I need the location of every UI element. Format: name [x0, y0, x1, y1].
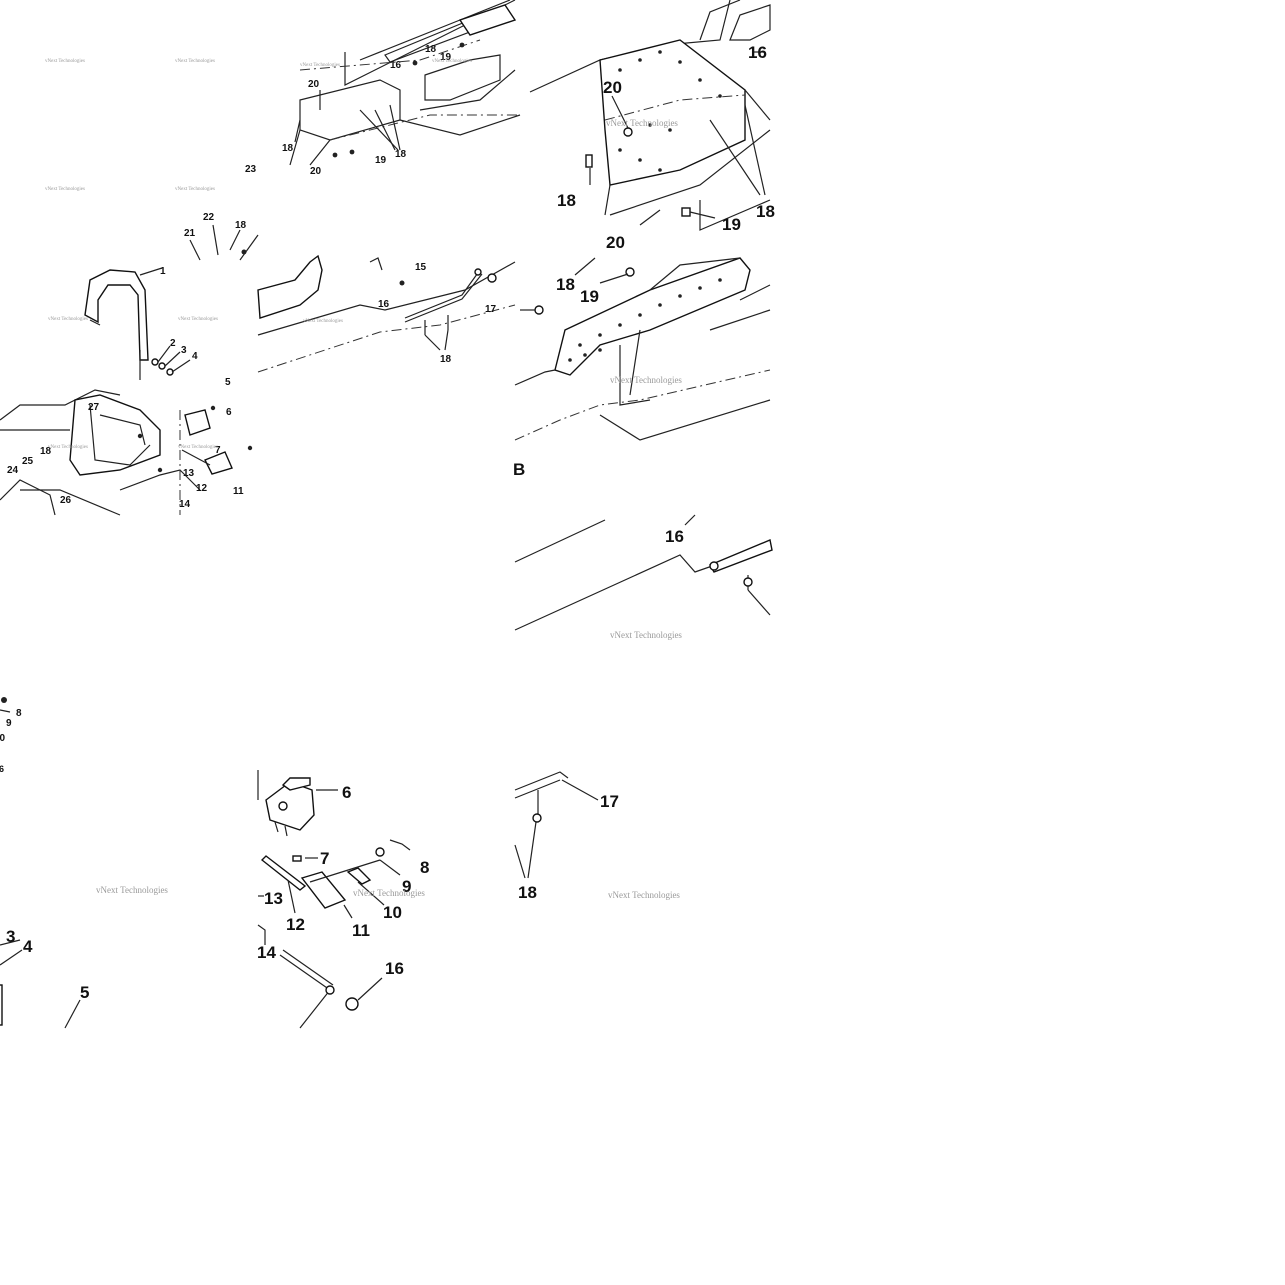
callout-1: 1	[160, 266, 166, 277]
tile-rear-rack-overview: 23 22 18 21 1 2 3 4 5 6 7 27 18 25 24 26…	[0, 59, 259, 516]
tile-hardware-left: 8 9 10 16 3 4 5 vNext Technologies	[0, 697, 168, 1029]
watermark: vNext Technologies	[610, 630, 682, 640]
callout-16: 16	[385, 959, 404, 978]
callout-18: 18	[425, 44, 437, 55]
watermark: vNext Technologies	[608, 890, 680, 900]
callout-20: 20	[310, 166, 322, 177]
tile-frame-overview: 18 19 16 20 18 18 20 19 vNext Technologi…	[282, 0, 521, 177]
callout-18: 18	[235, 220, 247, 231]
partial-label: 16	[0, 764, 4, 774]
callout-17: 17	[485, 304, 497, 315]
callout-19: 19	[375, 155, 387, 166]
watermark: vNext Technologies	[606, 118, 678, 128]
callout-14: 14	[179, 499, 191, 510]
callout-11: 11	[352, 921, 370, 940]
tile-frame-detail: 20 18 19 18 20 16 vNext Technologies	[529, 0, 775, 252]
watermark: vNext Technologies	[303, 319, 343, 324]
callout-19: 19	[722, 215, 741, 234]
watermark: vNext Technologies	[353, 888, 425, 898]
callout-6: 6	[226, 407, 232, 418]
callout-3: 3	[6, 927, 15, 946]
watermark: vNext Technologies	[178, 445, 218, 450]
watermark: vNext Technologies	[432, 59, 472, 64]
callout-24: 24	[7, 465, 19, 476]
callout-9: 9	[6, 718, 12, 729]
callout-19: 19	[440, 52, 452, 63]
tile-frame-rail: 18 19 B vNext Technologies	[513, 257, 771, 479]
callout-5: 5	[80, 983, 89, 1002]
watermark: vNext Technologies	[178, 317, 218, 322]
callout-6: 6	[342, 783, 351, 802]
callout-19: 19	[580, 287, 599, 306]
watermark: vNext Technologies	[175, 59, 215, 64]
partial-label: B	[513, 460, 525, 479]
watermark: vNext Technologies	[48, 317, 88, 322]
callout-4: 4	[192, 351, 198, 362]
callout-20: 20	[606, 233, 625, 252]
watermark: vNext Technologies	[96, 885, 168, 895]
callout-18: 18	[440, 354, 452, 365]
callout-17: 17	[600, 792, 619, 811]
callout-10: 10	[383, 903, 402, 922]
callout-13: 13	[183, 468, 195, 479]
tile-rod-end: 17 18 vNext Technologies	[514, 771, 680, 902]
callout-12: 12	[286, 915, 305, 934]
callout-15: 15	[415, 262, 427, 273]
watermark: vNext Technologies	[610, 375, 682, 385]
callout-7: 7	[215, 445, 221, 456]
callout-3: 3	[181, 345, 187, 356]
callout-23: 23	[245, 164, 257, 175]
callout-18: 18	[282, 143, 294, 154]
tile-rod-detail: 16 vNext Technologies	[514, 514, 773, 640]
watermark: vNext Technologies	[45, 187, 85, 192]
callout-25: 25	[22, 456, 34, 467]
callout-4: 4	[23, 937, 33, 956]
watermark: vNext Technologies	[45, 59, 85, 64]
tile-latch-hardware: 6 7 8 9 13 12 11 10 14 16 vNext Technolo…	[257, 770, 429, 1029]
callout-8: 8	[420, 858, 429, 877]
callout-21: 21	[184, 228, 196, 239]
callout-20: 20	[603, 78, 622, 97]
callout-18: 18	[756, 202, 775, 221]
callout-13: 13	[264, 889, 283, 908]
callout-18: 18	[40, 446, 52, 457]
callout-9: 9	[402, 877, 411, 896]
watermark: vNext Technologies	[48, 445, 88, 450]
callout-18: 18	[395, 149, 407, 160]
callout-5: 5	[225, 377, 231, 388]
callout-16: 16	[665, 527, 684, 546]
callout-16: 16	[390, 60, 402, 71]
callout-20: 20	[308, 79, 320, 90]
watermark: vNext Technologies	[300, 63, 340, 68]
callout-18: 18	[556, 275, 575, 294]
callout-26: 26	[60, 495, 72, 506]
callout-18: 18	[518, 883, 537, 902]
watermark: vNext Technologies	[175, 187, 215, 192]
callout-11: 11	[233, 486, 244, 497]
callout-8: 8	[16, 708, 22, 719]
callout-7: 7	[320, 849, 329, 868]
tile-support-rod: 15 16 17 18 vNext Technologies	[257, 254, 516, 373]
callout-16: 16	[378, 299, 390, 310]
callout-27: 27	[88, 402, 100, 413]
callout-22: 22	[203, 212, 215, 223]
callout-2: 2	[170, 338, 176, 349]
callout-14: 14	[257, 943, 276, 962]
callout-16: 16	[748, 43, 767, 62]
callout-18: 18	[557, 191, 576, 210]
partial-label: 10	[0, 733, 6, 744]
callout-12: 12	[196, 483, 208, 494]
